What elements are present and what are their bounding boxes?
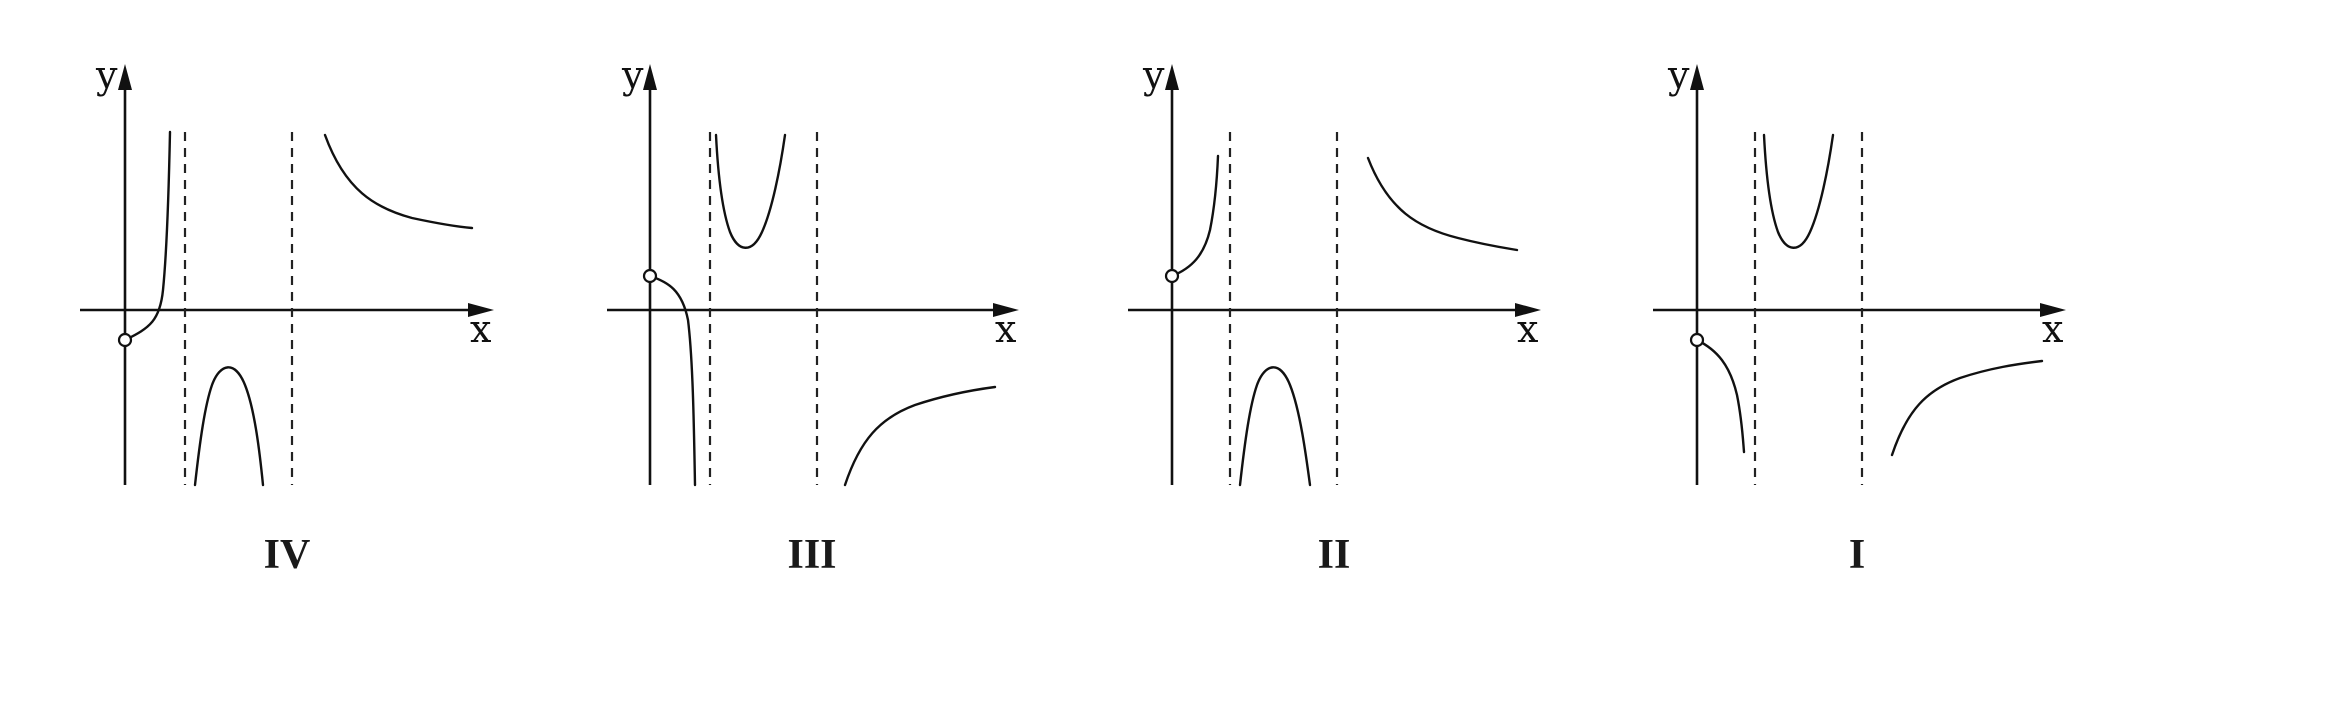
graph-i-open-point [1689,332,1705,348]
graph-ii-y-label: y [1142,53,1165,97]
graph-ii-y-arrow [1165,64,1179,90]
graph-iii-x-label: x [995,307,1016,351]
graph-ii: y x II [1128,53,1541,578]
graph-iv: y x IV [80,53,494,578]
graph-iv-x-label: x [470,307,491,351]
graph-i-curve-left [1695,338,1746,454]
graph-iii-y-label: y [621,53,644,97]
graph-i-y-label: y [1667,53,1690,97]
graph-ii-curve-left [1170,154,1220,278]
graph-i: y x I [1653,53,2066,578]
graph-iv-curve-right [323,133,474,230]
graph-i-x-arrow [2040,303,2066,317]
graph-iv-label: IV [264,532,311,578]
graph-ii-x-arrow [1515,303,1541,317]
graph-i-label: I [1849,532,1865,578]
graph-ii-label: II [1318,532,1351,578]
graph-iii-curve-right [843,385,997,487]
graph-iii: y x III [607,53,1019,578]
graph-iii-curve-left [648,274,697,487]
graph-iii-y-arrow [643,64,657,90]
graph-iv-y-arrow [118,64,132,90]
graph-i-curve-middle [1762,133,1835,249]
graph-i-curve-right [1890,359,2044,457]
graph-iii-x-arrow [993,303,1019,317]
graph-iii-label: III [787,532,836,578]
graph-iv-curve-middle [193,366,265,487]
graph-iv-open-point [117,332,133,348]
graph-i-x-label: x [2042,307,2063,351]
graph-iii-curve-middle [714,133,787,249]
graph-iv-x-arrow [468,303,494,317]
graph-iv-y-label: y [95,53,118,97]
graph-i-y-arrow [1690,64,1704,90]
graph-ii-curve-middle [1238,366,1312,487]
graph-iv-curve-left [123,130,172,342]
graph-ii-open-point [1164,268,1180,284]
graph-iii-open-point [642,268,658,284]
graph-ii-curve-right [1366,156,1519,252]
graph-ii-x-label: x [1517,307,1538,351]
